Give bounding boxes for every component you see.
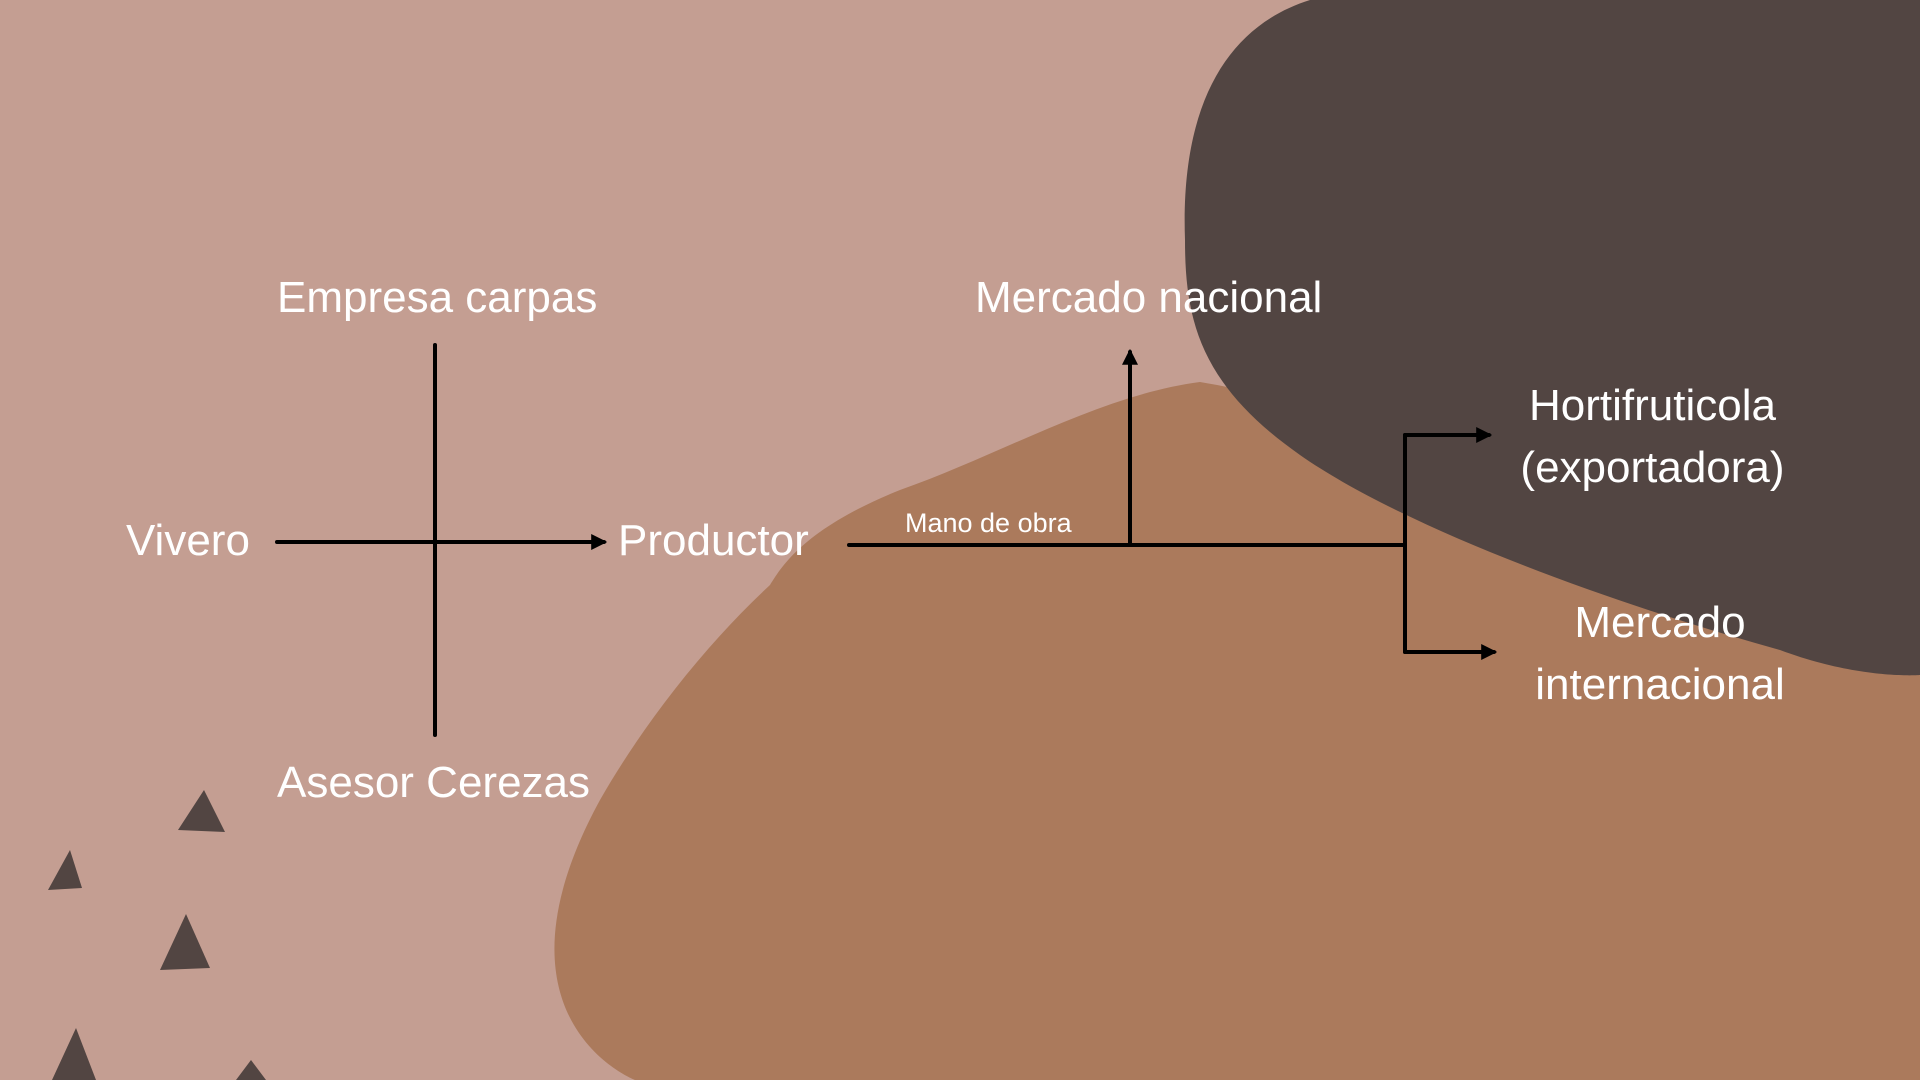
label-productor: Productor (618, 516, 809, 565)
triangle-shape (236, 1060, 266, 1080)
label-hortifruticola-line1: Hortifruticola (1529, 381, 1776, 430)
label-mano-de-obra: Mano de obra (905, 508, 1072, 538)
label-mercado-internacional-line1: Mercado (1574, 598, 1746, 647)
decorative-triangles (48, 790, 266, 1080)
triangle-shape (160, 914, 210, 970)
triangle-shape (52, 1028, 96, 1080)
connectors (275, 343, 1498, 737)
label-vivero: Vivero (126, 516, 250, 565)
dark-blob-shape (1184, 0, 1920, 676)
label-empresa-carpas: Empresa carpas (277, 273, 598, 322)
label-mercado-nacional: Mercado nacional (975, 273, 1323, 322)
label-mercado-internacional: Mercado internacional (1500, 592, 1820, 715)
triangle-shape (178, 790, 225, 832)
label-asesor-cerezas: Asesor Cerezas (277, 758, 591, 807)
label-mercado-internacional-line2: internacional (1535, 659, 1785, 709)
label-hortifruticola: Hortifruticola (exportadora) (1490, 375, 1815, 498)
triangle-shape (48, 850, 82, 890)
label-hortifruticola-line2: (exportadora) (1520, 442, 1785, 492)
